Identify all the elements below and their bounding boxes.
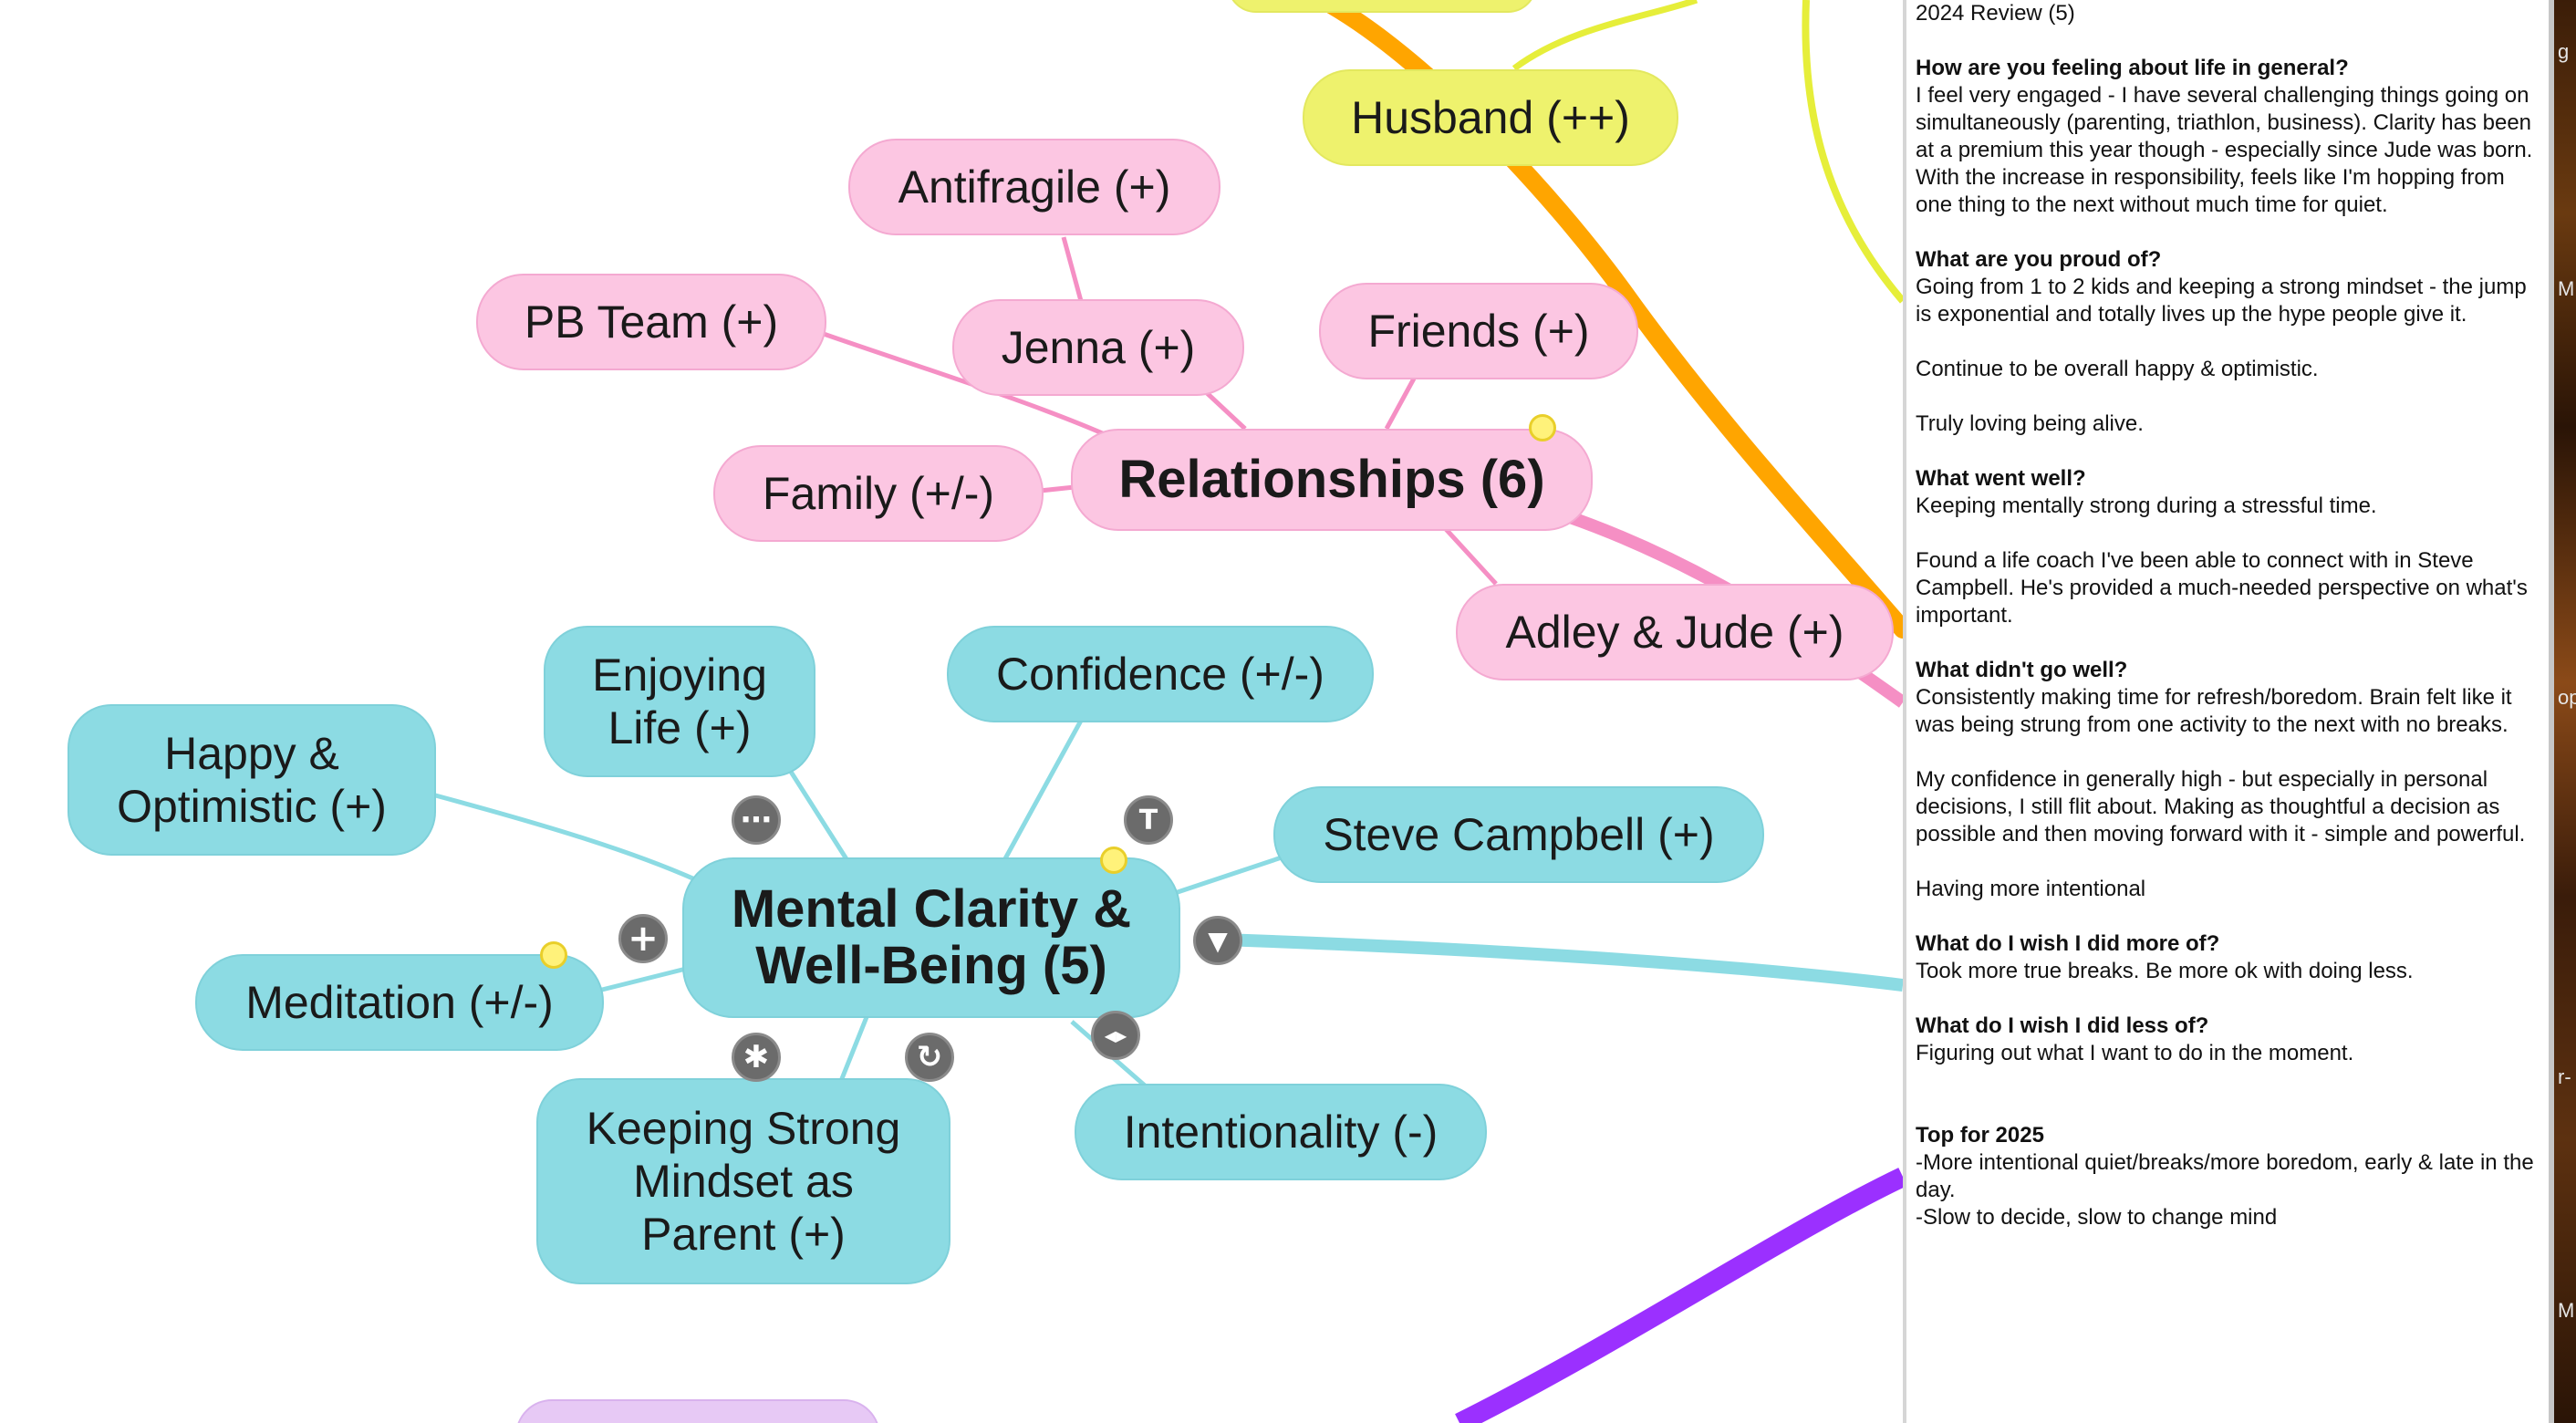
notes-section: What are you proud of? Going from 1 to 2 … bbox=[1916, 246, 2538, 328]
top-item: -Slow to decide, slow to change mind bbox=[1916, 1205, 2278, 1230]
link-steve bbox=[1171, 855, 1283, 897]
node-family[interactable]: Family (+/-) bbox=[713, 445, 1044, 542]
edge-text: M bbox=[2558, 1299, 2575, 1322]
node-husband[interactable]: Husband (++) bbox=[1303, 69, 1678, 166]
notes-section: What do I wish I did less of? Figuring ou… bbox=[1916, 1013, 2538, 1067]
edge-text: M bbox=[2558, 277, 2575, 300]
notes-question: What do I wish I did less of? bbox=[1916, 1013, 2209, 1038]
edge-text: op bbox=[2558, 686, 2576, 709]
link-confidence bbox=[1001, 719, 1084, 864]
edge-text: r- bbox=[2558, 1065, 2571, 1088]
partial-node-bottom[interactable] bbox=[515, 1399, 880, 1423]
text-format-icon[interactable]: T bbox=[1124, 795, 1173, 845]
notes-answer: I feel very engaged - I have several cha… bbox=[1916, 83, 2533, 217]
notes-section: Found a life coach I've been able to con… bbox=[1916, 547, 2538, 629]
node-antifragile[interactable]: Antifragile (+) bbox=[848, 139, 1220, 235]
notes-answer: Truly loving being alive. bbox=[1916, 411, 2144, 436]
link-happy bbox=[428, 791, 709, 888]
link-meditation bbox=[601, 964, 694, 992]
notes-question: How are you feeling about life in genera… bbox=[1916, 56, 2349, 80]
notes-question: What didn't go well? bbox=[1916, 658, 2128, 682]
notes-answer: Continue to be overall happy & optimisti… bbox=[1916, 357, 2319, 381]
notes-panel[interactable]: 2024 Review (5) How are you feeling abou… bbox=[1903, 0, 2549, 1423]
rotate-icon[interactable]: ↻ bbox=[905, 1033, 954, 1082]
notes-answer: Going from 1 to 2 kids and keeping a str… bbox=[1916, 275, 2527, 327]
node-steve-campbell[interactable]: Steve Campbell (+) bbox=[1273, 786, 1764, 883]
link-adley bbox=[1444, 527, 1498, 586]
top-item: -More intentional quiet/breaks/more bore… bbox=[1916, 1150, 2534, 1202]
partial-node-top[interactable] bbox=[1227, 0, 1537, 13]
edge-text: g bbox=[2558, 40, 2570, 63]
node-intentionality[interactable]: Intentionality (-) bbox=[1075, 1084, 1487, 1180]
node-pb-team[interactable]: PB Team (+) bbox=[476, 274, 826, 370]
link-friends bbox=[1384, 377, 1417, 431]
notes-question: What do I wish I did more of? bbox=[1916, 931, 2220, 956]
link-antifragile bbox=[1061, 236, 1084, 302]
notes-answer: Figuring out what I want to do in the mo… bbox=[1916, 1041, 2354, 1065]
star-icon[interactable]: ✱ bbox=[732, 1033, 781, 1082]
notes-answer: Consistently making time for refresh/bor… bbox=[1916, 685, 2512, 737]
mindmap-canvas[interactable]: Husband (++) Antifragile (+) PB Team (+)… bbox=[0, 0, 1903, 1423]
notes-section: How are you feeling about life in genera… bbox=[1916, 55, 2538, 219]
node-confidence[interactable]: Confidence (+/-) bbox=[947, 626, 1374, 722]
node-jenna[interactable]: Jenna (+) bbox=[952, 299, 1244, 396]
notes-answer: My confidence in generally high - but es… bbox=[1916, 767, 2526, 847]
top-title: Top for 2025 bbox=[1916, 1123, 2044, 1148]
notes-section: Having more intentional bbox=[1916, 876, 2538, 903]
note-indicator-mental-clarity[interactable] bbox=[1100, 847, 1127, 874]
cyan-branch bbox=[1221, 933, 1903, 992]
notes-section: What didn't go well? Consistently making … bbox=[1916, 657, 2538, 739]
notes-section: What do I wish I did more of? Took more t… bbox=[1916, 930, 2538, 985]
add-child-icon[interactable]: + bbox=[618, 914, 668, 963]
yellow-branch-top bbox=[1511, 0, 1698, 71]
resize-icon[interactable]: ◀▶ bbox=[1091, 1011, 1140, 1060]
note-indicator-meditation[interactable] bbox=[540, 941, 567, 969]
node-enjoying-life[interactable]: Enjoying Life (+) bbox=[544, 626, 815, 777]
note-indicator-relationships[interactable] bbox=[1529, 414, 1556, 441]
notes-answer: Keeping mentally strong during a stressf… bbox=[1916, 493, 2377, 518]
link-enjoying bbox=[782, 760, 851, 864]
scrollbar[interactable] bbox=[2549, 0, 2554, 1423]
link-keeping bbox=[836, 1016, 869, 1086]
notes-answer: Having more intentional bbox=[1916, 877, 2146, 901]
notes-section: My confidence in generally high - but es… bbox=[1916, 766, 2538, 848]
more-options-icon[interactable]: ⋯ bbox=[732, 795, 781, 845]
notes-section: What went well?Keeping mentally strong d… bbox=[1916, 465, 2538, 520]
collapse-icon[interactable]: ▼ bbox=[1193, 916, 1242, 965]
purple-branch bbox=[1455, 1168, 1903, 1423]
node-keeping-strong[interactable]: Keeping Strong Mindset as Parent (+) bbox=[536, 1078, 950, 1284]
notes-title: 2024 Review (5) bbox=[1916, 1, 2075, 26]
yellow-branch-right bbox=[1802, 0, 1903, 304]
node-relationships[interactable]: Relationships (6) bbox=[1071, 429, 1593, 531]
node-adley-jude[interactable]: Adley & Jude (+) bbox=[1456, 584, 1894, 680]
notes-answer: Found a life coach I've been able to con… bbox=[1916, 548, 2528, 628]
link-family bbox=[1039, 484, 1075, 493]
notes-sections: How are you feeling about life in genera… bbox=[1916, 55, 2538, 1067]
node-friends[interactable]: Friends (+) bbox=[1319, 283, 1638, 379]
notes-section: Continue to be overall happy & optimisti… bbox=[1916, 356, 2538, 383]
notes-question: What went well? bbox=[1916, 466, 2086, 491]
notes-question: What are you proud of? bbox=[1916, 247, 2162, 272]
node-mental-clarity[interactable]: Mental Clarity & Well-Being (5) bbox=[682, 857, 1180, 1018]
notes-section: Truly loving being alive. bbox=[1916, 410, 2538, 438]
notes-answer: Took more true breaks. Be more ok with d… bbox=[1916, 959, 2414, 983]
node-happy-optimistic[interactable]: Happy & Optimistic (+) bbox=[68, 704, 436, 856]
node-meditation[interactable]: Meditation (+/-) bbox=[195, 954, 604, 1051]
link-jenna bbox=[1202, 389, 1247, 431]
top-section: Top for 2025-More intentional quiet/brea… bbox=[1916, 1122, 2538, 1231]
